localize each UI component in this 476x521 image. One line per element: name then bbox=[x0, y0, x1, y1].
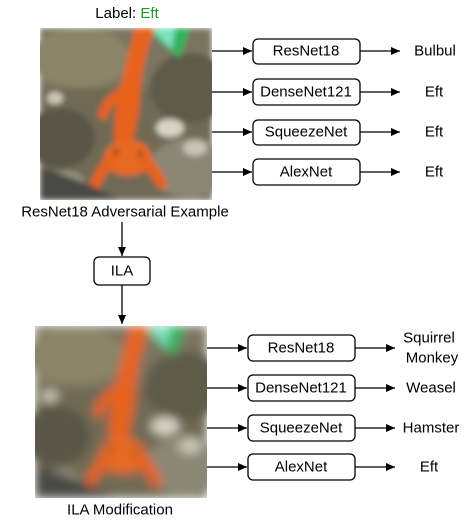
top-resnet18-prediction: Bulbul bbox=[414, 43, 456, 60]
top-densenet121-prediction: Eft bbox=[425, 84, 444, 101]
ila-modification-image bbox=[35, 326, 207, 498]
bottom-densenet121-prediction: Weasel bbox=[406, 380, 456, 397]
bottom-model-row: DenseNet121 Weasel bbox=[207, 374, 456, 402]
top-resnet18-label: ResNet18 bbox=[273, 43, 340, 60]
bottom-model-row: SqueezeNet Hamster bbox=[207, 414, 460, 442]
top-densenet121-label: DenseNet121 bbox=[260, 84, 352, 101]
bottom-resnet18-prediction-line1: Squirrel bbox=[403, 330, 455, 347]
top-model-row: SqueezeNet Eft bbox=[212, 119, 444, 146]
top-model-row: DenseNet121 Eft bbox=[212, 78, 444, 106]
adversarial-example-image bbox=[40, 28, 212, 200]
bottom-model-row: AlexNet Eft bbox=[207, 453, 439, 481]
bottom-model-row: ResNet18 Squirrel Monkey bbox=[207, 330, 459, 367]
bottom-squeezenet-label: SqueezeNet bbox=[260, 420, 343, 437]
adversarial-example-caption: ResNet18 Adversarial Example bbox=[21, 204, 229, 221]
ila-modification-caption: ILA Modification bbox=[67, 502, 173, 519]
top-alexnet-label: AlexNet bbox=[280, 164, 333, 181]
bottom-alexnet-prediction: Eft bbox=[420, 459, 439, 476]
bottom-resnet18-prediction-line2: Monkey bbox=[406, 350, 459, 367]
top-model-row: ResNet18 Bulbul bbox=[212, 38, 456, 65]
top-squeezenet-prediction: Eft bbox=[425, 124, 444, 141]
ila-label: ILA bbox=[111, 263, 134, 280]
bottom-densenet121-label: DenseNet121 bbox=[255, 380, 347, 397]
bottom-squeezenet-prediction: Hamster bbox=[403, 420, 460, 437]
bottom-resnet18-label: ResNet18 bbox=[268, 340, 335, 357]
bottom-alexnet-label: AlexNet bbox=[275, 459, 328, 476]
top-squeezenet-label: SqueezeNet bbox=[265, 124, 348, 141]
true-label: Label: Eft bbox=[95, 5, 159, 22]
true-label-value: Eft bbox=[140, 5, 159, 22]
top-model-row: AlexNet Eft bbox=[212, 158, 444, 186]
top-alexnet-prediction: Eft bbox=[425, 164, 444, 181]
true-label-prefix: Label: bbox=[95, 5, 140, 22]
